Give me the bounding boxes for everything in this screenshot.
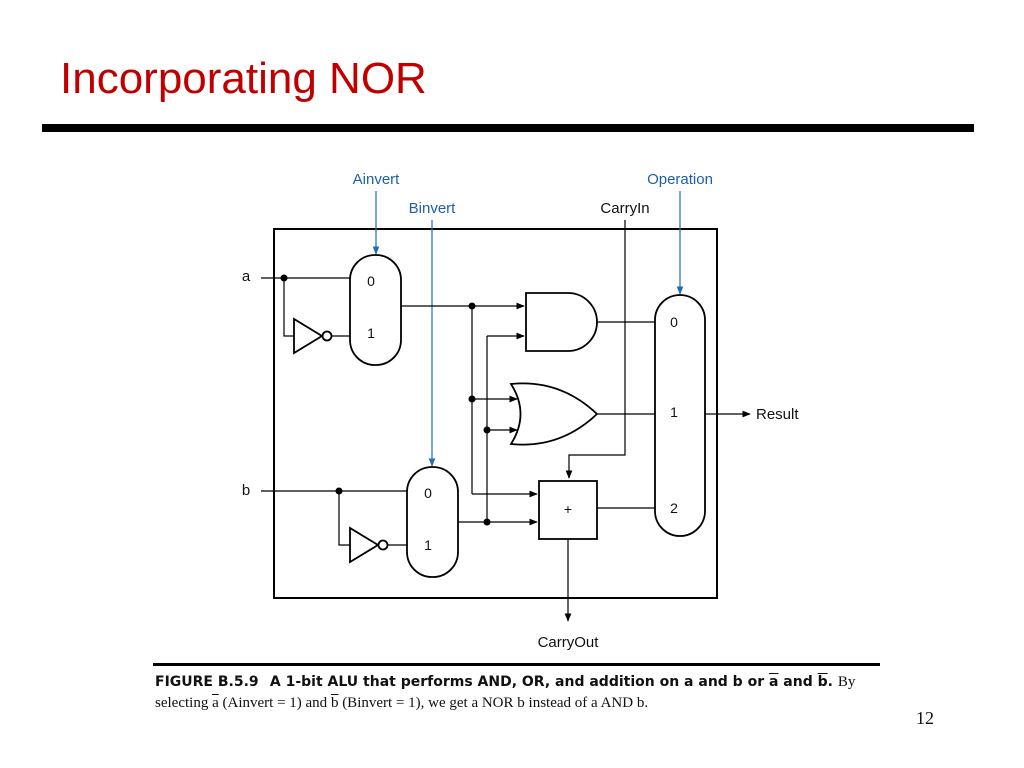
slide-title: Incorporating NOR xyxy=(60,54,427,103)
wire xyxy=(338,491,350,546)
input-b-label: b xyxy=(242,482,250,499)
inverter-a-bubble xyxy=(321,330,333,342)
alu-diagram: Ainvert Binvert CarryIn Operation a 0 1 … xyxy=(242,171,800,651)
operation-label: Operation xyxy=(647,171,713,188)
result-mux-input-1: 1 xyxy=(670,404,678,420)
figure-title-part: . xyxy=(827,674,833,690)
or-gate xyxy=(509,382,599,446)
caption-body: By selecting a (Ainvert = 1) and b (Binv… xyxy=(155,674,855,711)
figure-title-part: A 1-bit ALU that performs AND, OR, and a… xyxy=(269,674,769,690)
result-mux-input-0: 0 xyxy=(670,314,678,330)
page-number: 12 xyxy=(916,708,934,728)
input-a-label: a xyxy=(242,268,251,285)
caption-body-part: a xyxy=(212,695,219,711)
result-mux xyxy=(654,294,706,537)
mux-b-input-0: 0 xyxy=(424,485,432,501)
caption-body-part: b xyxy=(330,695,339,711)
carryout-label: CarryOut xyxy=(538,634,600,651)
binvert-label: Binvert xyxy=(409,200,457,217)
figure-label: FIGURE B.5.9 xyxy=(155,674,259,690)
inverter-a-triangle xyxy=(293,317,324,355)
carryin-line xyxy=(565,220,626,479)
and-gate xyxy=(525,292,598,352)
mux-a xyxy=(349,254,402,366)
result-mux-input-2: 2 xyxy=(670,500,678,516)
result-label: Result xyxy=(756,406,799,423)
mux-a-input-0: 0 xyxy=(367,273,375,289)
caption-rule xyxy=(153,663,880,666)
adder-symbol: + xyxy=(564,501,572,517)
figure-title: A 1-bit ALU that performs AND, OR, and a… xyxy=(270,674,838,690)
wire xyxy=(283,278,294,337)
ainvert-label: Ainvert xyxy=(353,171,401,188)
caption-body-part: (Ainvert = 1) and xyxy=(218,695,331,711)
inverter-b-triangle xyxy=(349,526,380,564)
figure-title-part: a xyxy=(768,674,779,690)
mux-b-input-1: 1 xyxy=(424,537,432,553)
inverter-b-bubble xyxy=(377,539,389,551)
carryin-label: CarryIn xyxy=(600,200,649,217)
figure-title-part: b xyxy=(817,674,828,690)
figure-caption: FIGURE B.5.9 A 1-bit ALU that performs A… xyxy=(155,672,895,714)
caption-title-line: FIGURE B.5.9 A 1-bit ALU that performs A… xyxy=(155,672,895,714)
adder-box xyxy=(538,480,598,540)
caption-body-part: (Binvert = 1), we get a NOR b instead of… xyxy=(338,695,649,711)
mux-b xyxy=(406,466,459,578)
figure-title-part: and xyxy=(778,674,818,690)
mux-a-input-1: 1 xyxy=(367,325,375,341)
caption-body-part: By selecting xyxy=(155,674,856,711)
title-rule xyxy=(42,124,974,132)
